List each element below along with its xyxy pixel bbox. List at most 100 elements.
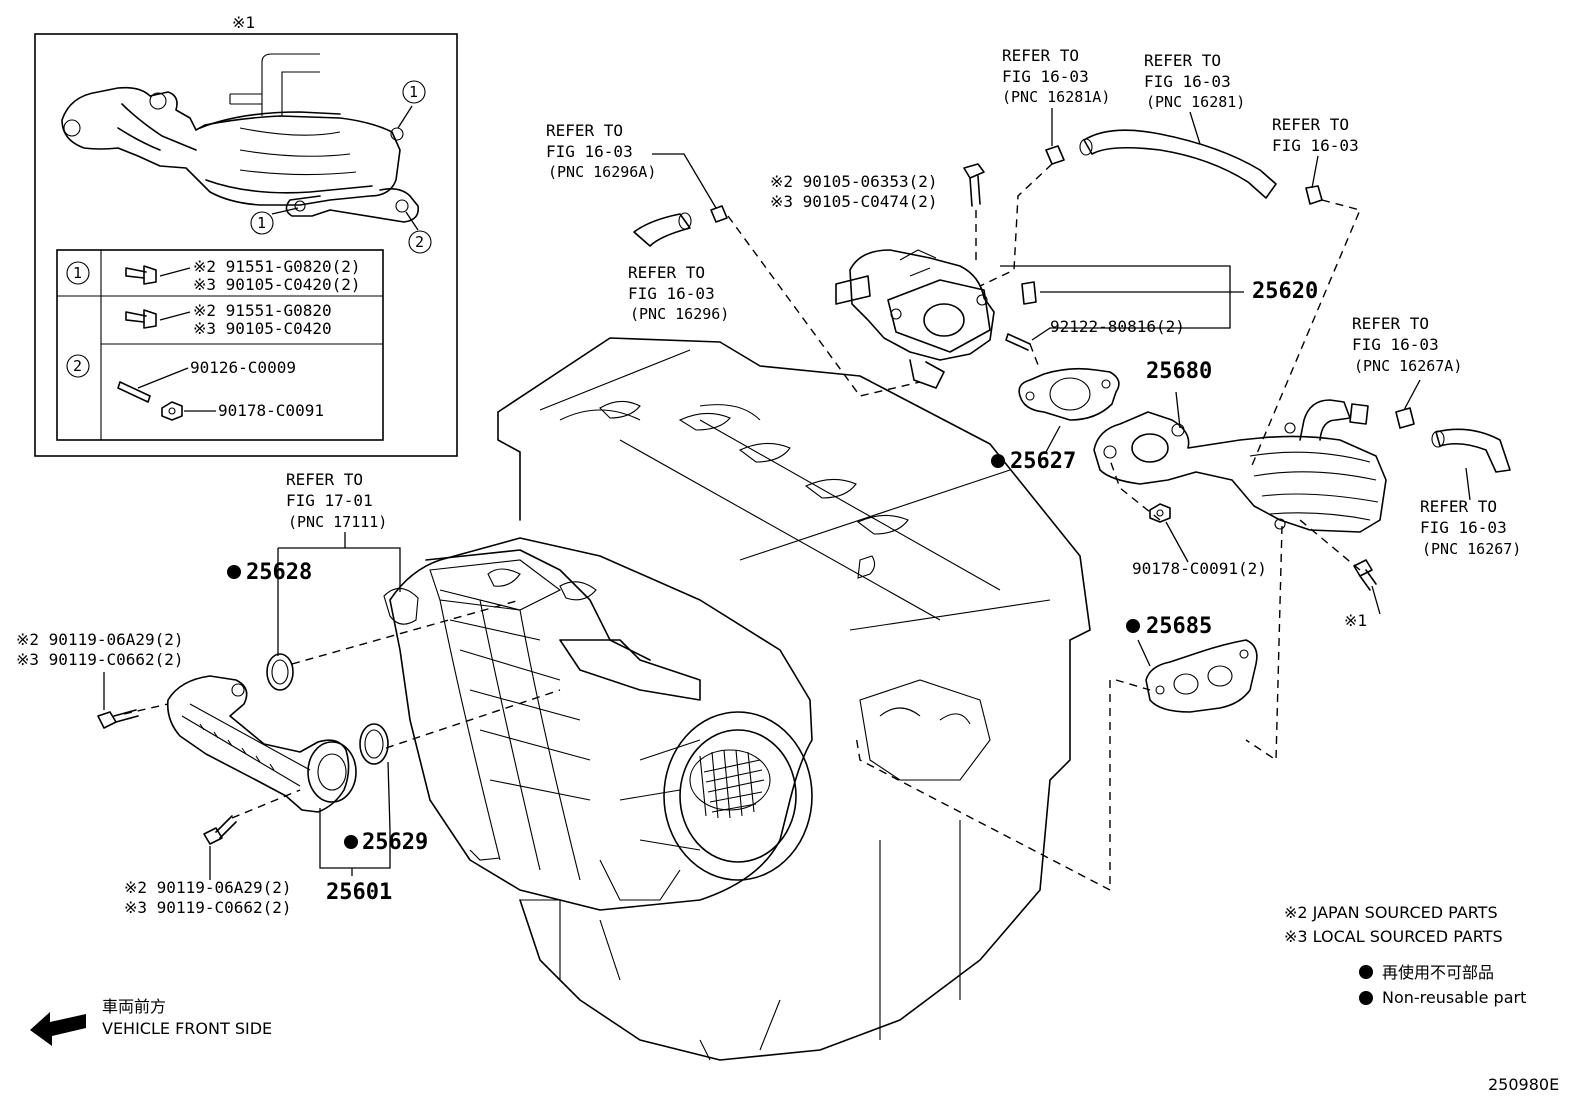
part-number: 90178-C0091 [218, 401, 324, 420]
svg-text:(PNC 16296): (PNC 16296) [630, 305, 729, 323]
intake-manifold [383, 537, 813, 911]
flange-bolt-icon [125, 265, 157, 285]
leader-lines [103, 108, 1471, 880]
inset-callout-2: 2 [405, 211, 432, 254]
svg-text:※3 90119-C0662(2): ※3 90119-C0662(2) [124, 898, 292, 917]
ref-label-17111: REFER TO FIG 17-01 (PNC 17111) [286, 470, 387, 531]
svg-text:(PNC 16281): (PNC 16281) [1146, 93, 1245, 111]
svg-text:REFER TO: REFER TO [286, 470, 363, 489]
gasket-25629 [359, 723, 389, 765]
part-number: ※2 91551-G0820 [193, 301, 332, 320]
nut-icon [1149, 503, 1171, 523]
part-label-25627: 25627 [991, 449, 1076, 474]
gasket-25628 [266, 653, 294, 691]
gasket-25627 [1018, 367, 1120, 421]
ref-label-16281a: REFER TO FIG 16-03 (PNC 16281A) [1002, 46, 1110, 106]
flange-bolt-icon [97, 709, 139, 729]
svg-text:25629: 25629 [362, 830, 428, 855]
non-reusable-dot-icon [1359, 965, 1373, 979]
hose-16267 [1395, 407, 1511, 473]
arrow-left-icon [30, 1012, 86, 1046]
table-row-number: 2 [73, 357, 82, 375]
part-label-marker-1: ※1 [1344, 611, 1367, 630]
legend-japan: ※2 JAPAN SOURCED PARTS [1284, 903, 1498, 922]
egr-cooler-inset-drawing [61, 53, 420, 223]
part-label-bolt-left-b: ※2 90119-06A29(2) ※3 90119-C0662(2) [124, 878, 292, 917]
flange-bolt-icon [963, 163, 985, 207]
callout-number: 1 [409, 83, 418, 101]
table-row-number: 1 [73, 264, 82, 282]
svg-text:REFER TO: REFER TO [1002, 46, 1079, 65]
svg-text:FIG 16-03: FIG 16-03 [1144, 72, 1231, 91]
part-label-25680: 25680 [1146, 359, 1212, 384]
callout-number: 2 [415, 233, 424, 251]
hose-16296 [633, 205, 728, 247]
figure-id: 250980E [1488, 1075, 1559, 1094]
inset-marker: ※1 [232, 13, 255, 32]
egr-pipe-25601 [166, 675, 357, 813]
svg-text:(PNC 16267A): (PNC 16267A) [1354, 357, 1462, 375]
svg-text:25685: 25685 [1146, 614, 1212, 639]
svg-text:(PNC 16296A): (PNC 16296A) [548, 163, 656, 181]
egr-cooler-25680 [1093, 399, 1387, 533]
non-reusable-dot-icon [227, 565, 241, 579]
svg-text:25627: 25627 [1010, 449, 1076, 474]
ref-label-16296: REFER TO FIG 16-03 (PNC 16296) [628, 263, 729, 323]
svg-text:※2 90119-06A29(2): ※2 90119-06A29(2) [16, 630, 184, 649]
front-label-jp: 車両前方 [102, 997, 166, 1016]
callout-number: 1 [257, 214, 266, 232]
svg-text:FIG 16-03: FIG 16-03 [1352, 335, 1439, 354]
legend-nonreuse-en: Non-reusable part [1382, 988, 1526, 1007]
legend: ※2 JAPAN SOURCED PARTS ※3 LOCAL SOURCED … [1284, 903, 1526, 1007]
svg-text:(PNC 16267): (PNC 16267) [1422, 540, 1521, 558]
part-label-25628: 25628 [227, 560, 312, 585]
fastener-table: 1 2 ※2 91551-G0820(2) ※3 90105-C0420(2) … [56, 249, 384, 441]
part-number: ※3 90105-C0420 [193, 319, 332, 338]
inset-callout-1b: 1 [250, 207, 299, 235]
part-label-25620: 25620 [1252, 279, 1318, 304]
svg-text:REFER TO: REFER TO [1420, 497, 1497, 516]
svg-text:FIG 16-03: FIG 16-03 [546, 142, 633, 161]
svg-text:REFER TO: REFER TO [1272, 115, 1349, 134]
svg-text:FIG 16-03: FIG 16-03 [1272, 136, 1359, 155]
svg-text:(PNC 16281A): (PNC 16281A) [1002, 88, 1110, 106]
svg-text:※2 90105-06353(2): ※2 90105-06353(2) [770, 172, 938, 191]
ref-label-1603: REFER TO FIG 16-03 [1272, 115, 1359, 155]
vehicle-front-indicator: 車両前方 VEHICLE FRONT SIDE [30, 997, 272, 1046]
svg-text:25628: 25628 [246, 560, 312, 585]
inset-detail: ※1 1 1 [34, 13, 458, 457]
pin-icon [1021, 281, 1037, 305]
svg-text:※2 90119-06A29(2): ※2 90119-06A29(2) [124, 878, 292, 897]
svg-text:(PNC 17111): (PNC 17111) [288, 513, 387, 531]
svg-text:FIG 16-03: FIG 16-03 [628, 284, 715, 303]
flange-bolt-icon [203, 815, 237, 845]
svg-text:FIG 16-03: FIG 16-03 [1420, 518, 1507, 537]
stud-bolt-icon [1005, 333, 1031, 351]
legend-nonreuse-jp: 再使用不可部品 [1382, 963, 1494, 982]
svg-text:FIG 17-01: FIG 17-01 [286, 491, 373, 510]
inset-callout-1a: 1 [397, 80, 426, 129]
svg-text:REFER TO: REFER TO [628, 263, 705, 282]
svg-text:REFER TO: REFER TO [1144, 51, 1221, 70]
assembly-lines [123, 163, 1361, 892]
svg-text:REFER TO: REFER TO [546, 121, 623, 140]
non-reusable-dot-icon [344, 835, 358, 849]
part-label-25629: 25629 [344, 830, 428, 855]
part-label-bolt-top: ※2 90105-06353(2) ※3 90105-C0474(2) [770, 172, 938, 211]
part-label-stud: 92122-80816(2) [1050, 317, 1185, 336]
svg-text:REFER TO: REFER TO [1352, 314, 1429, 333]
flange-bolt-icon [125, 309, 157, 329]
part-label-bolt-left-a: ※2 90119-06A29(2) ※3 90119-C0662(2) [16, 630, 184, 669]
part-number: 90126-C0009 [190, 358, 296, 377]
svg-text:FIG 16-03: FIG 16-03 [1002, 67, 1089, 86]
cylinder-head-outline [497, 337, 1091, 1061]
non-reusable-dot-icon [991, 454, 1005, 468]
legend-local: ※3 LOCAL SOURCED PARTS [1284, 927, 1503, 946]
egr-valve-25620 [835, 249, 995, 389]
ref-label-16267: REFER TO FIG 16-03 (PNC 16267) [1420, 497, 1521, 558]
part-number: ※3 90105-C0420(2) [193, 275, 361, 294]
nut-icon [161, 401, 183, 421]
stud-bolt-icon [117, 381, 151, 403]
ref-label-16296a: REFER TO FIG 16-03 (PNC 16296A) [546, 121, 656, 181]
